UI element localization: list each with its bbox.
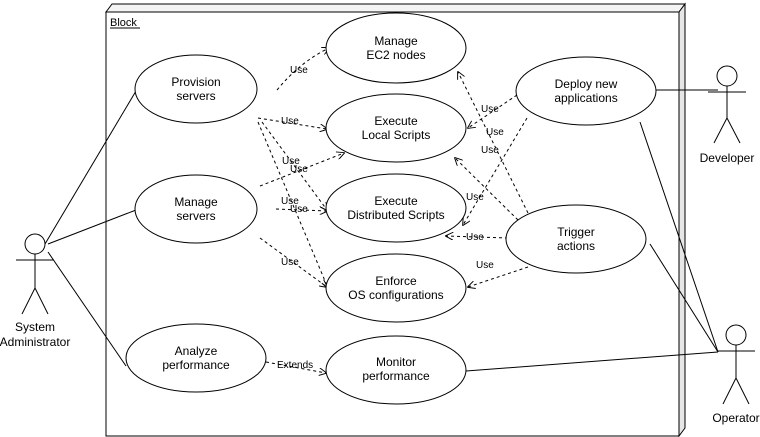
actor-label: Operator <box>712 411 759 425</box>
use-case-label: Distributed Scripts <box>347 208 444 222</box>
use-label: Use <box>481 145 499 156</box>
use-case-manage-ec2-nodes: Manage EC2 nodes <box>325 12 467 84</box>
use-case-label: actions <box>557 239 595 253</box>
use-case-label: applications <box>554 91 617 105</box>
associations <box>44 89 719 372</box>
use-case-monitor-performance: Monitor performance <box>325 335 467 405</box>
actor-label: System <box>15 320 55 334</box>
use-case-label: Execute <box>374 114 418 128</box>
use-label: Use <box>282 156 300 167</box>
use-case-deploy-new-applications: Deploy new applications <box>515 56 657 126</box>
actor-system-administrator: System Administrator <box>0 233 70 349</box>
edge-labels: Use Use Use Use Use Use Use Use Use Use … <box>277 65 504 371</box>
stick-figure-icon <box>717 324 755 405</box>
actor-developer: Developer <box>700 65 755 165</box>
use-case-label: OS configurations <box>348 288 443 302</box>
use-case-provision-servers: Provision servers <box>134 54 258 124</box>
use-case-label: performance <box>362 369 430 383</box>
use-case-label: Deploy new <box>555 77 618 91</box>
use-case-enforce-os-configurations: Enforce OS configurations <box>325 253 467 323</box>
use-case-manage-servers: Manage servers <box>134 174 258 244</box>
use-label: Use <box>481 104 499 115</box>
use-case-label: Execute <box>374 194 418 208</box>
stick-figure-icon <box>708 65 746 144</box>
use-case-label: servers <box>176 89 215 103</box>
use-label: Use <box>476 260 494 271</box>
use-case-analyze-performance: Analyze performance <box>125 323 267 393</box>
stick-figure-icon <box>16 233 54 315</box>
use-case-label: performance <box>162 358 230 372</box>
use-label: Use <box>466 232 484 243</box>
use-case-label: Manage <box>174 195 218 209</box>
use-label: Use <box>486 127 504 138</box>
actor-label: Developer <box>700 151 755 165</box>
use-label: Use <box>290 65 308 76</box>
extends-label: Extends <box>277 360 313 371</box>
use-case-execute-local-scripts: Execute Local Scripts <box>325 93 467 163</box>
actor-operator: Operator <box>712 324 760 425</box>
use-case-label: Enforce <box>375 274 417 288</box>
system-name: Block <box>110 17 137 29</box>
use-case-label: Monitor <box>376 355 416 369</box>
use-case-label: Analyze <box>175 344 218 358</box>
use-label: Use <box>290 164 308 175</box>
use-label: Use <box>281 257 299 268</box>
actor-label: Administrator <box>0 335 70 349</box>
use-label: Use <box>281 116 299 127</box>
use-case-label: Local Scripts <box>362 128 431 142</box>
use-case-label: Provision <box>171 75 220 89</box>
use-label: Use <box>281 196 299 207</box>
use-case-label: Trigger <box>557 225 595 239</box>
use-case-label: servers <box>176 209 215 223</box>
use-label: Use <box>466 192 484 203</box>
use-case-execute-distributed-scripts: Execute Distributed Scripts <box>325 173 467 243</box>
use-case-label: Manage <box>374 34 418 48</box>
use-case-label: EC2 nodes <box>366 48 425 62</box>
dependencies <box>257 48 529 373</box>
use-label: Use <box>290 204 308 215</box>
use-case-trigger-actions: Trigger actions <box>505 204 647 274</box>
